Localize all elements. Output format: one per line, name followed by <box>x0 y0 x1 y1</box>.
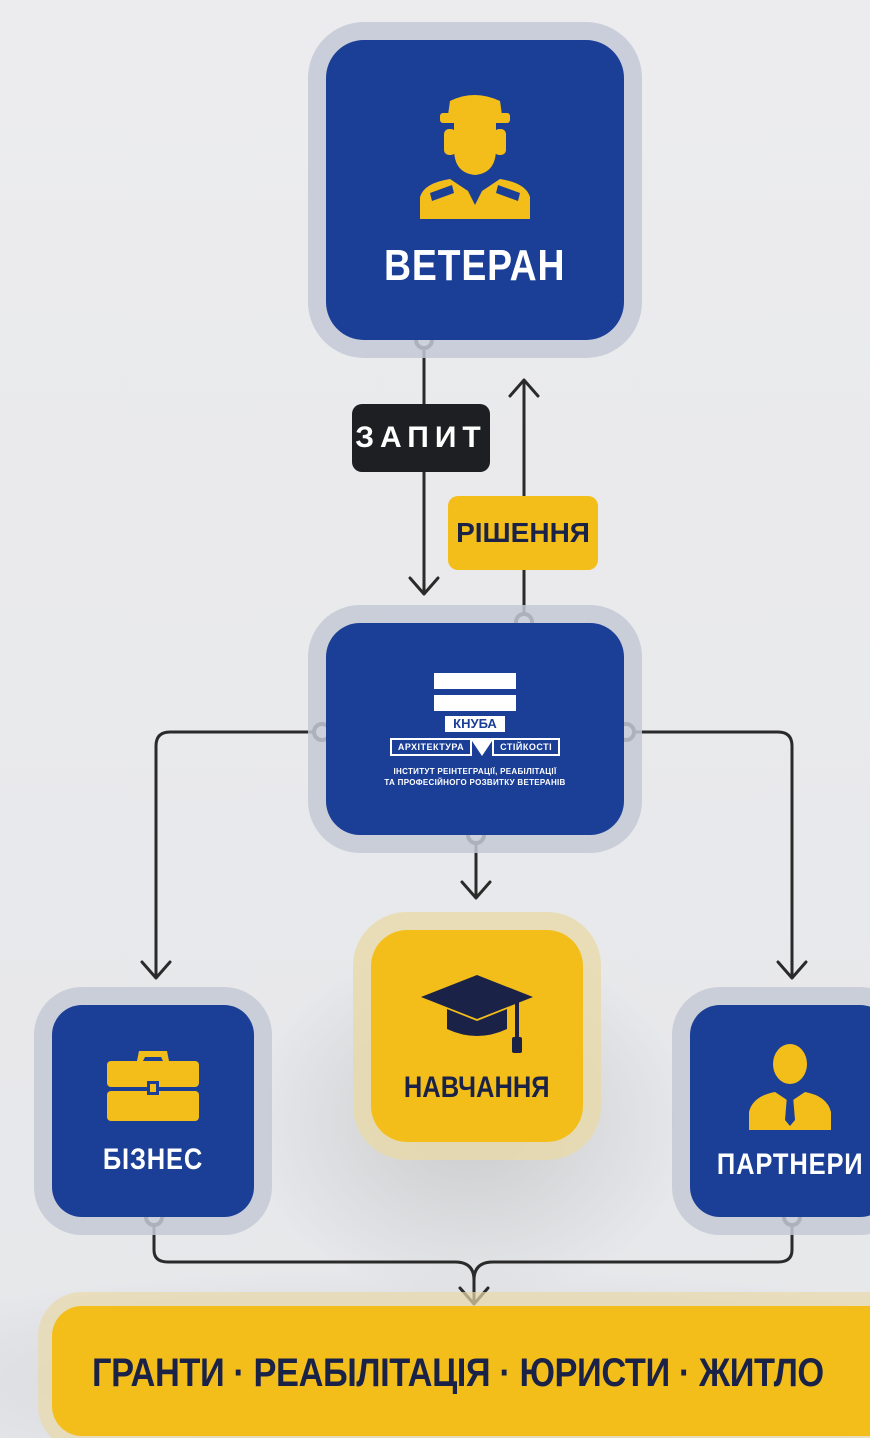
decision-tag: РІШЕННЯ <box>448 496 598 570</box>
request-tag: ЗАПИТ <box>352 404 490 472</box>
education-label: НАВЧАННЯ <box>404 1071 550 1104</box>
veteran-node: ВЕТЕРАН <box>326 40 624 340</box>
partners-to-services-line <box>472 1215 794 1282</box>
soldier-headset-icon <box>420 95 530 219</box>
tagline-right: СТІЙКОСТІ <box>492 738 561 756</box>
education-arrowhead <box>460 880 492 900</box>
institute-subtitle-line1: ІНСТИТУТ РЕІНТЕГРАЦІЇ, РЕАБІЛІТАЦІЇ <box>393 767 557 776</box>
decision-arrowhead <box>508 378 540 398</box>
businessman-icon <box>749 1044 831 1130</box>
institute-subtitle: ІНСТИТУТ РЕІНТЕГРАЦІЇ, РЕАБІЛІТАЦІЇ ТА П… <box>384 766 565 788</box>
institute-node: КНУБА АРХІТЕКТУРА СТІЙКОСТІ ІНСТИТУТ РЕІ… <box>326 623 624 835</box>
partners-node: ПАРТНЕРИ <box>690 1005 870 1217</box>
request-arrowhead <box>408 576 440 596</box>
briefcase-icon <box>107 1051 199 1121</box>
logo-bar <box>434 695 516 711</box>
logo-tagline: АРХІТЕКТУРА СТІЙКОСТІ <box>389 738 561 756</box>
partners-arrowhead <box>776 960 808 980</box>
business-label: БІЗНЕС <box>102 1143 204 1176</box>
education-node: НАВЧАННЯ <box>371 930 583 1142</box>
v-mark-icon <box>470 738 495 756</box>
business-node: БІЗНЕС <box>52 1005 254 1217</box>
services-bar <box>52 1306 870 1436</box>
services-text: ГРАНТИ · РЕАБІЛІТАЦІЯ · ЮРИСТИ · ЖИТЛО <box>92 1351 824 1395</box>
tagline-left: АРХІТЕКТУРА <box>389 738 473 756</box>
logo-bar <box>434 673 516 689</box>
graduation-cap-icon <box>421 975 533 1053</box>
business-to-services-line <box>152 1215 476 1282</box>
services-arrowhead <box>458 1286 490 1306</box>
knuba-logo: КНУБА <box>434 670 516 732</box>
partners-line <box>624 730 794 977</box>
logo-text: КНУБА <box>445 716 505 732</box>
business-line <box>154 730 324 977</box>
veteran-label: ВЕТЕРАН <box>384 241 566 290</box>
institute-subtitle-line2: ТА ПРОФЕСІЙНОГО РОЗВИТКУ ВЕТЕРАНІВ <box>384 778 566 787</box>
partners-label: ПАРТНЕРИ <box>716 1148 864 1181</box>
business-arrowhead <box>140 960 172 980</box>
